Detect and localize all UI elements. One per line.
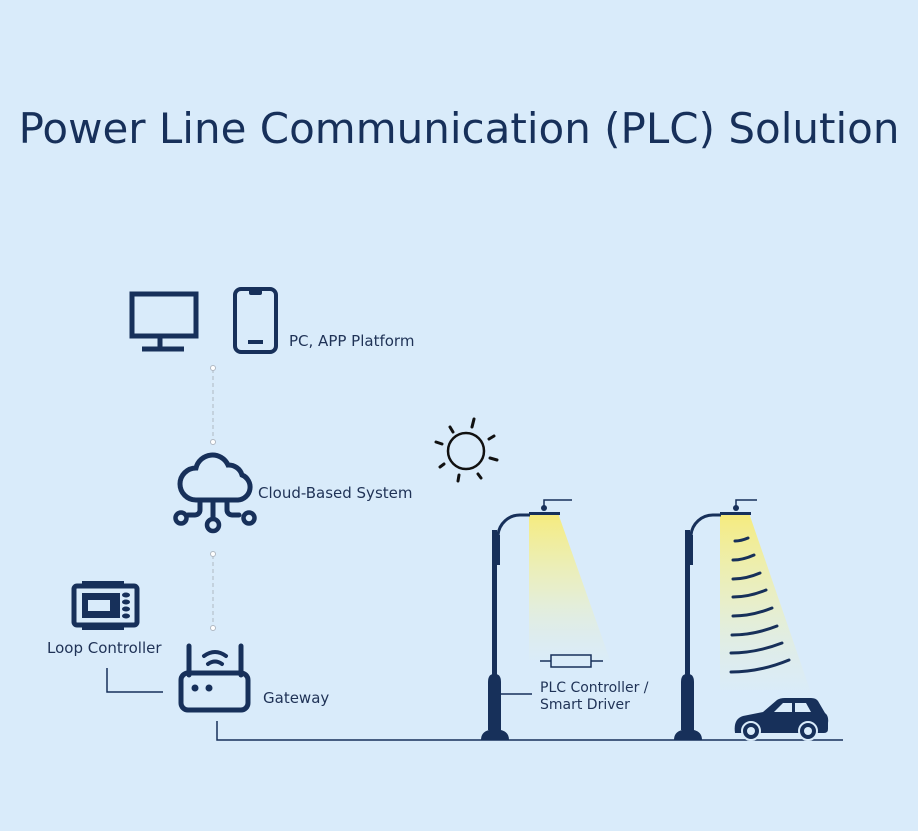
gateway-label: Gateway [263,689,330,707]
sensor-waves [729,536,791,674]
streetlight-1 [481,499,610,740]
sensor-wave [731,588,768,599]
car-icon [734,698,829,741]
sun-icon [434,417,499,483]
plc-controller-label-line1: PLC Controller / [540,680,649,696]
monitor-icon [129,291,199,352]
cloud-network-icon [173,452,257,534]
sensor-wave [729,658,791,674]
connector-cloud-gateway [210,551,216,631]
plc-controller-label: PLC Controller / Smart Driver [540,680,649,714]
loop-controller-label: Loop Controller [47,639,162,657]
loop-controller-icon [71,581,140,630]
router-icon [178,643,251,713]
connector-platform-cloud [210,365,216,445]
sensor-wave [733,536,750,543]
page-title: Power Line Communication (PLC) Solution [18,104,900,153]
plc-controller-label-line2: Smart Driver [540,697,630,713]
cloud-label: Cloud-Based System [258,484,413,502]
resistor-icon [540,654,603,668]
link-loop-gateway [106,668,163,693]
platform-label: PC, APP Platform [289,332,415,350]
sensor-wave [731,571,762,581]
sensor-wave [730,624,779,637]
smartphone-icon [233,287,278,354]
sensor-wave [731,606,774,618]
sensor-wave [729,641,784,655]
power-line [216,721,843,741]
sensor-wave [731,553,756,562]
